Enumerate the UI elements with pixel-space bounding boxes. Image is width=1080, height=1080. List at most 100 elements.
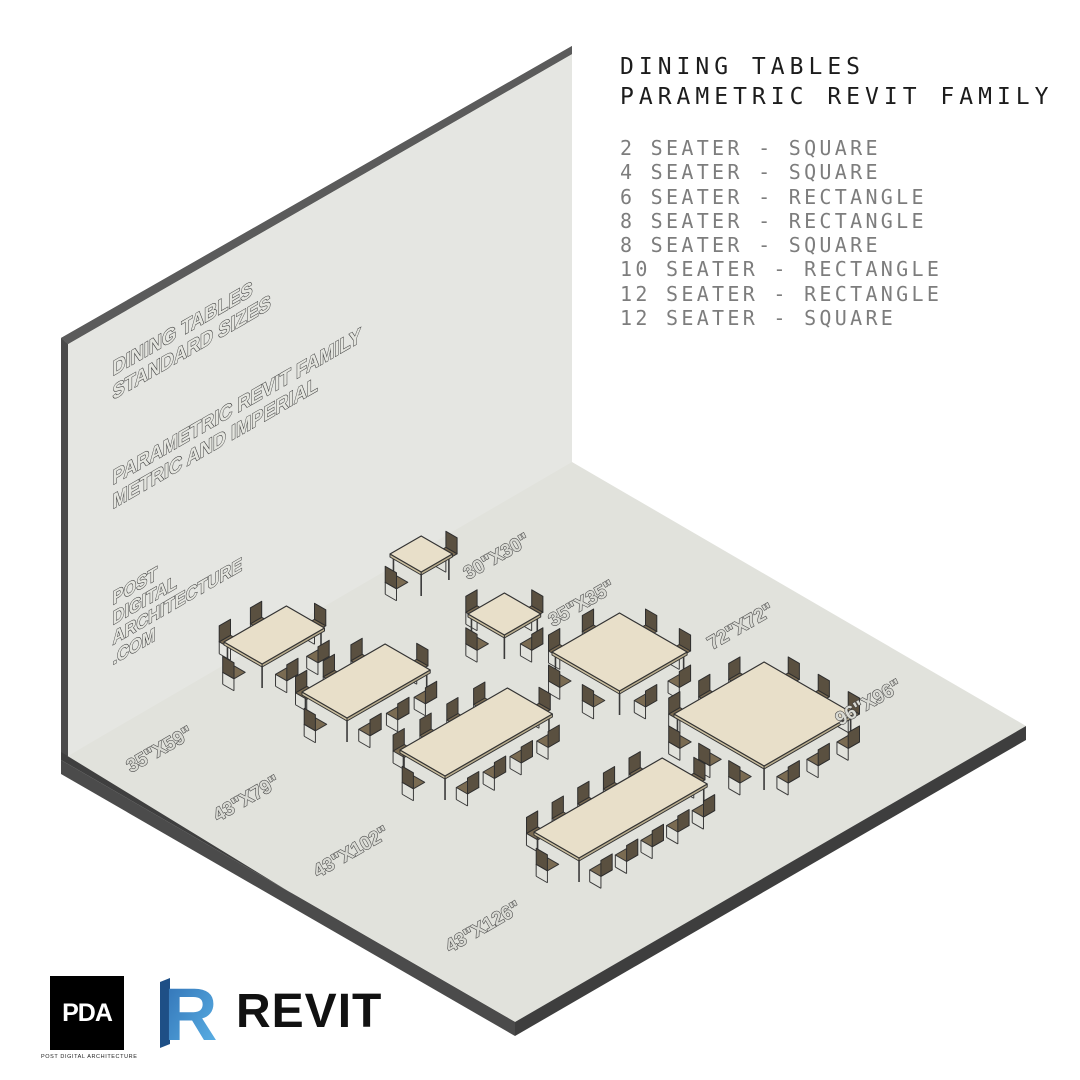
chair-back <box>249 600 263 625</box>
chair-back <box>424 680 438 705</box>
list-item: 8 SEATER - SQUARE <box>620 233 881 258</box>
chair-back <box>677 809 690 833</box>
chair-back <box>538 686 551 711</box>
chair-back <box>817 673 830 698</box>
chair-back <box>548 628 561 652</box>
list-item: 12 SEATER - RECTANGLE <box>620 281 943 306</box>
chair-base <box>668 753 681 761</box>
chair-back <box>445 530 458 555</box>
chair-base <box>536 752 549 760</box>
chair-back <box>651 823 664 848</box>
chair-base <box>615 866 627 874</box>
chair-back <box>286 657 299 682</box>
table-top <box>399 687 554 777</box>
list-item: 12 SEATER - SQUARE <box>620 306 897 331</box>
page-title-line-2: PARAMETRIC REVIT FAMILY <box>620 84 1054 110</box>
chair-base <box>456 799 468 807</box>
chair-back <box>467 771 480 795</box>
chair-back <box>693 756 706 781</box>
list-item: 2 SEATER - SQUARE <box>620 136 881 160</box>
chair-back <box>465 589 478 613</box>
chair-back <box>465 627 478 651</box>
chair-back <box>787 656 800 680</box>
chair-base <box>303 735 316 744</box>
chair-back <box>473 681 486 705</box>
chair-back <box>322 653 335 678</box>
chair-back <box>698 673 711 698</box>
chair-base <box>666 837 679 845</box>
chair-back <box>645 608 658 632</box>
chair-base <box>836 725 849 734</box>
chair-back <box>548 664 561 688</box>
chair-base <box>728 788 741 796</box>
chair-base <box>358 740 371 749</box>
chair-base <box>384 593 397 602</box>
chair-base <box>548 662 561 670</box>
chair-back <box>535 847 548 872</box>
chair-back <box>446 697 459 721</box>
chair-base <box>776 788 789 796</box>
chair-base <box>640 851 653 860</box>
chair-back <box>369 712 382 737</box>
table-top <box>223 605 326 665</box>
list-item: 6 SEATER - RECTANGLE <box>620 184 927 209</box>
chair-base <box>306 667 319 676</box>
chair-back <box>602 766 616 790</box>
chair-back <box>295 669 308 694</box>
chair-back <box>698 742 711 767</box>
list-item: 8 SEATER - RECTANGLE <box>620 208 927 233</box>
list-item: 10 SEATER - RECTANGLE <box>620 257 943 282</box>
chair-base <box>836 753 849 761</box>
chair-base <box>691 822 704 830</box>
chair-back <box>547 724 560 748</box>
chair-back <box>384 565 397 590</box>
table-top <box>533 757 708 859</box>
chair-back <box>817 742 830 767</box>
chair-back <box>218 618 231 643</box>
chair-back <box>787 760 800 784</box>
chair-base <box>582 712 594 720</box>
chair-back <box>728 760 741 784</box>
chair-base <box>509 768 522 776</box>
chair-back <box>847 691 860 715</box>
chair-back <box>551 795 564 819</box>
chair-back <box>303 707 316 732</box>
table-top <box>673 661 855 767</box>
chair-back <box>416 642 429 667</box>
chair-base <box>535 875 548 884</box>
chair-back <box>520 740 533 764</box>
chair-back <box>678 628 692 652</box>
chair-back <box>392 728 405 752</box>
chair-back <box>222 655 235 680</box>
chair-back <box>419 712 432 736</box>
chair-back <box>668 725 681 749</box>
chair-back <box>628 751 641 775</box>
chair-base <box>401 793 414 802</box>
chair-base <box>482 783 495 791</box>
chair-back <box>531 589 544 613</box>
chair-back <box>531 627 544 651</box>
chair-base <box>589 881 602 889</box>
pda-logo: PDA <box>50 976 124 1050</box>
chair-back <box>703 794 716 818</box>
chair-back <box>600 853 613 877</box>
chair-back <box>668 691 681 715</box>
revit-icon-letter: R <box>164 976 217 1050</box>
table-top <box>551 612 688 692</box>
pda-caption: POST DIGITAL ARCHITECTURE <box>41 1054 138 1060</box>
chair-base <box>520 655 532 663</box>
table-top <box>301 643 431 719</box>
chair-base <box>634 712 646 720</box>
chair-back <box>493 755 507 779</box>
chair-back <box>397 696 410 721</box>
chair-back <box>645 684 658 708</box>
chair-base <box>413 708 426 717</box>
chair-back <box>314 602 327 627</box>
chair-back <box>847 725 860 749</box>
revit-icon: R <box>156 973 220 1056</box>
revit-wordmark: REVIT <box>236 985 383 1038</box>
chair-back <box>728 656 741 680</box>
family-list: 2 SEATER - SQUARE 4 SEATER - SQUARE 6 SE… <box>620 136 1054 330</box>
chair-base <box>434 565 447 573</box>
